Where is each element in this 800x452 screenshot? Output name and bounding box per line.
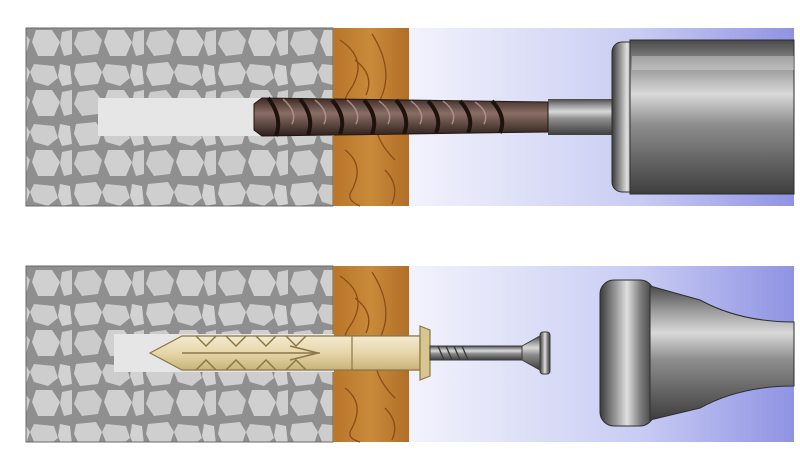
hammer-head: [599, 279, 795, 427]
dowel-install-panel: [25, 265, 795, 443]
nail-screw: [429, 331, 551, 375]
plastic-dowel: [148, 325, 431, 381]
drill-chuck: [611, 39, 795, 195]
drilling-panel: [25, 27, 795, 207]
drill-bit: [253, 96, 549, 137]
